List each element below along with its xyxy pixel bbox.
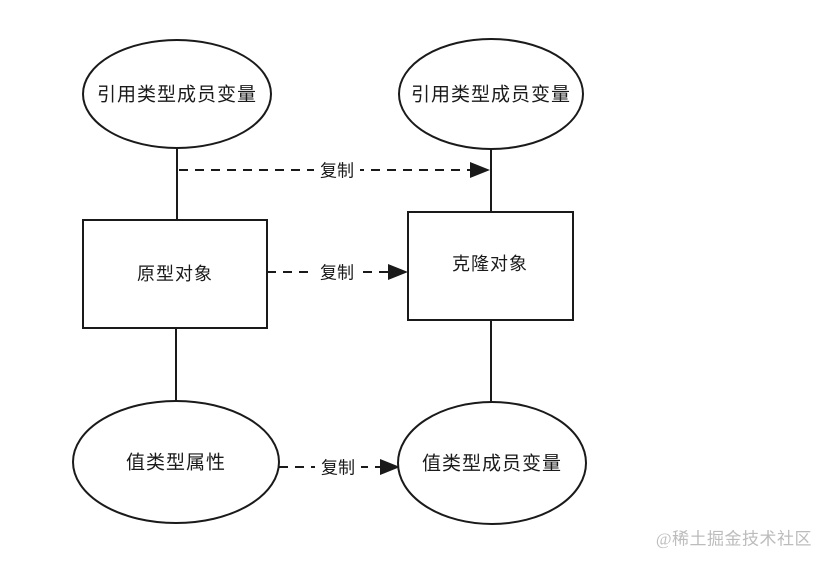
node-top-left-label: 引用类型成员变量 — [97, 84, 257, 106]
node-left-rect — [82, 219, 268, 329]
node-left-rect-label: 原型对象 — [137, 264, 213, 284]
node-top-right-label: 引用类型成员变量 — [411, 84, 571, 106]
node-top-left-ellipse — [82, 39, 272, 149]
node-bottom-left-ellipse — [72, 400, 280, 524]
node-top-right-ellipse — [398, 38, 584, 150]
arrow-top-label-bg — [314, 159, 360, 181]
arrow-top-label: 复制 — [320, 162, 354, 181]
arrow-bottom-label: 复制 — [321, 459, 355, 478]
watermark: @稀土掘金技术社区 — [656, 530, 812, 549]
node-right-rect — [407, 211, 574, 321]
node-right-rect-label: 克隆对象 — [452, 254, 528, 274]
arrow-bottom-head-icon — [380, 459, 400, 475]
arrow-middle-head-icon — [388, 264, 408, 280]
arrow-bottom-label-bg — [315, 456, 361, 478]
node-bottom-right-ellipse — [397, 401, 587, 525]
arrow-top-head-icon — [470, 162, 490, 178]
arrow-middle-label-bg — [314, 261, 360, 283]
node-bottom-left-label: 值类型属性 — [126, 452, 226, 474]
arrow-middle-label: 复制 — [320, 264, 354, 283]
node-bottom-right-label: 值类型成员变量 — [422, 453, 562, 475]
